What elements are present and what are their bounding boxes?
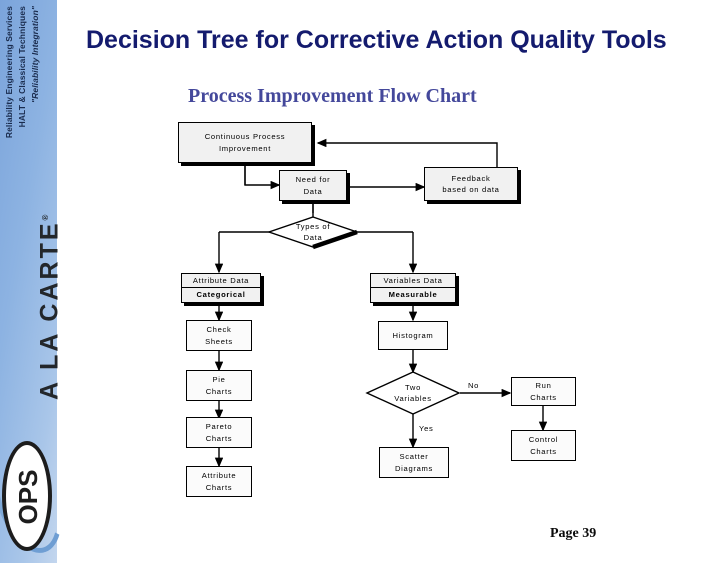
node-check-sheets[interactable]: Check Sheets [186,320,252,351]
node-run-charts[interactable]: Run Charts [511,377,576,406]
page-number: Page 39 [550,526,597,541]
ops-logo: OPS [0,430,75,562]
page-title: Decision Tree for Corrective Action Qual… [86,26,667,54]
chart-title: Process Improvement Flow Chart [188,85,477,107]
node-pie-charts[interactable]: Pie Charts [186,370,252,401]
node-variables-data-subtitle: Measurable [388,290,438,300]
node-need-for-data[interactable]: Need for Data [279,170,347,201]
node-variables-data-title: Variables Data [371,274,455,288]
node-histogram[interactable]: Histogram [378,321,448,350]
node-pareto-charts[interactable]: Pareto Charts [186,417,252,448]
node-scatter-diagrams[interactable]: Scatter Diagrams [379,447,449,478]
edge-label-no: No [468,381,480,390]
node-attribute-charts[interactable]: Attribute Charts [186,466,252,497]
node-attribute-data-title: Attribute Data [182,274,260,288]
node-variables-data[interactable]: Variables Data Measurable [370,273,456,303]
edge-label-yes: Yes [419,424,434,433]
brand-sidebar: Reliability Engineering Services HALT & … [0,0,75,563]
node-attribute-data-subtitle: Categorical [196,290,246,300]
decision-types-of-data-shadow [312,229,358,250]
node-continuous-process-improvement[interactable]: Continuous Process Improvement [178,122,312,163]
node-feedback-based-on-data[interactable]: Feedback based on data [424,167,518,201]
logo-oval-icon [2,441,52,551]
decision-two-variables [365,371,461,415]
node-attribute-data[interactable]: Attribute Data Categorical [181,273,261,303]
decision-types-of-data [266,216,360,248]
node-control-charts[interactable]: Control Charts [511,430,576,461]
